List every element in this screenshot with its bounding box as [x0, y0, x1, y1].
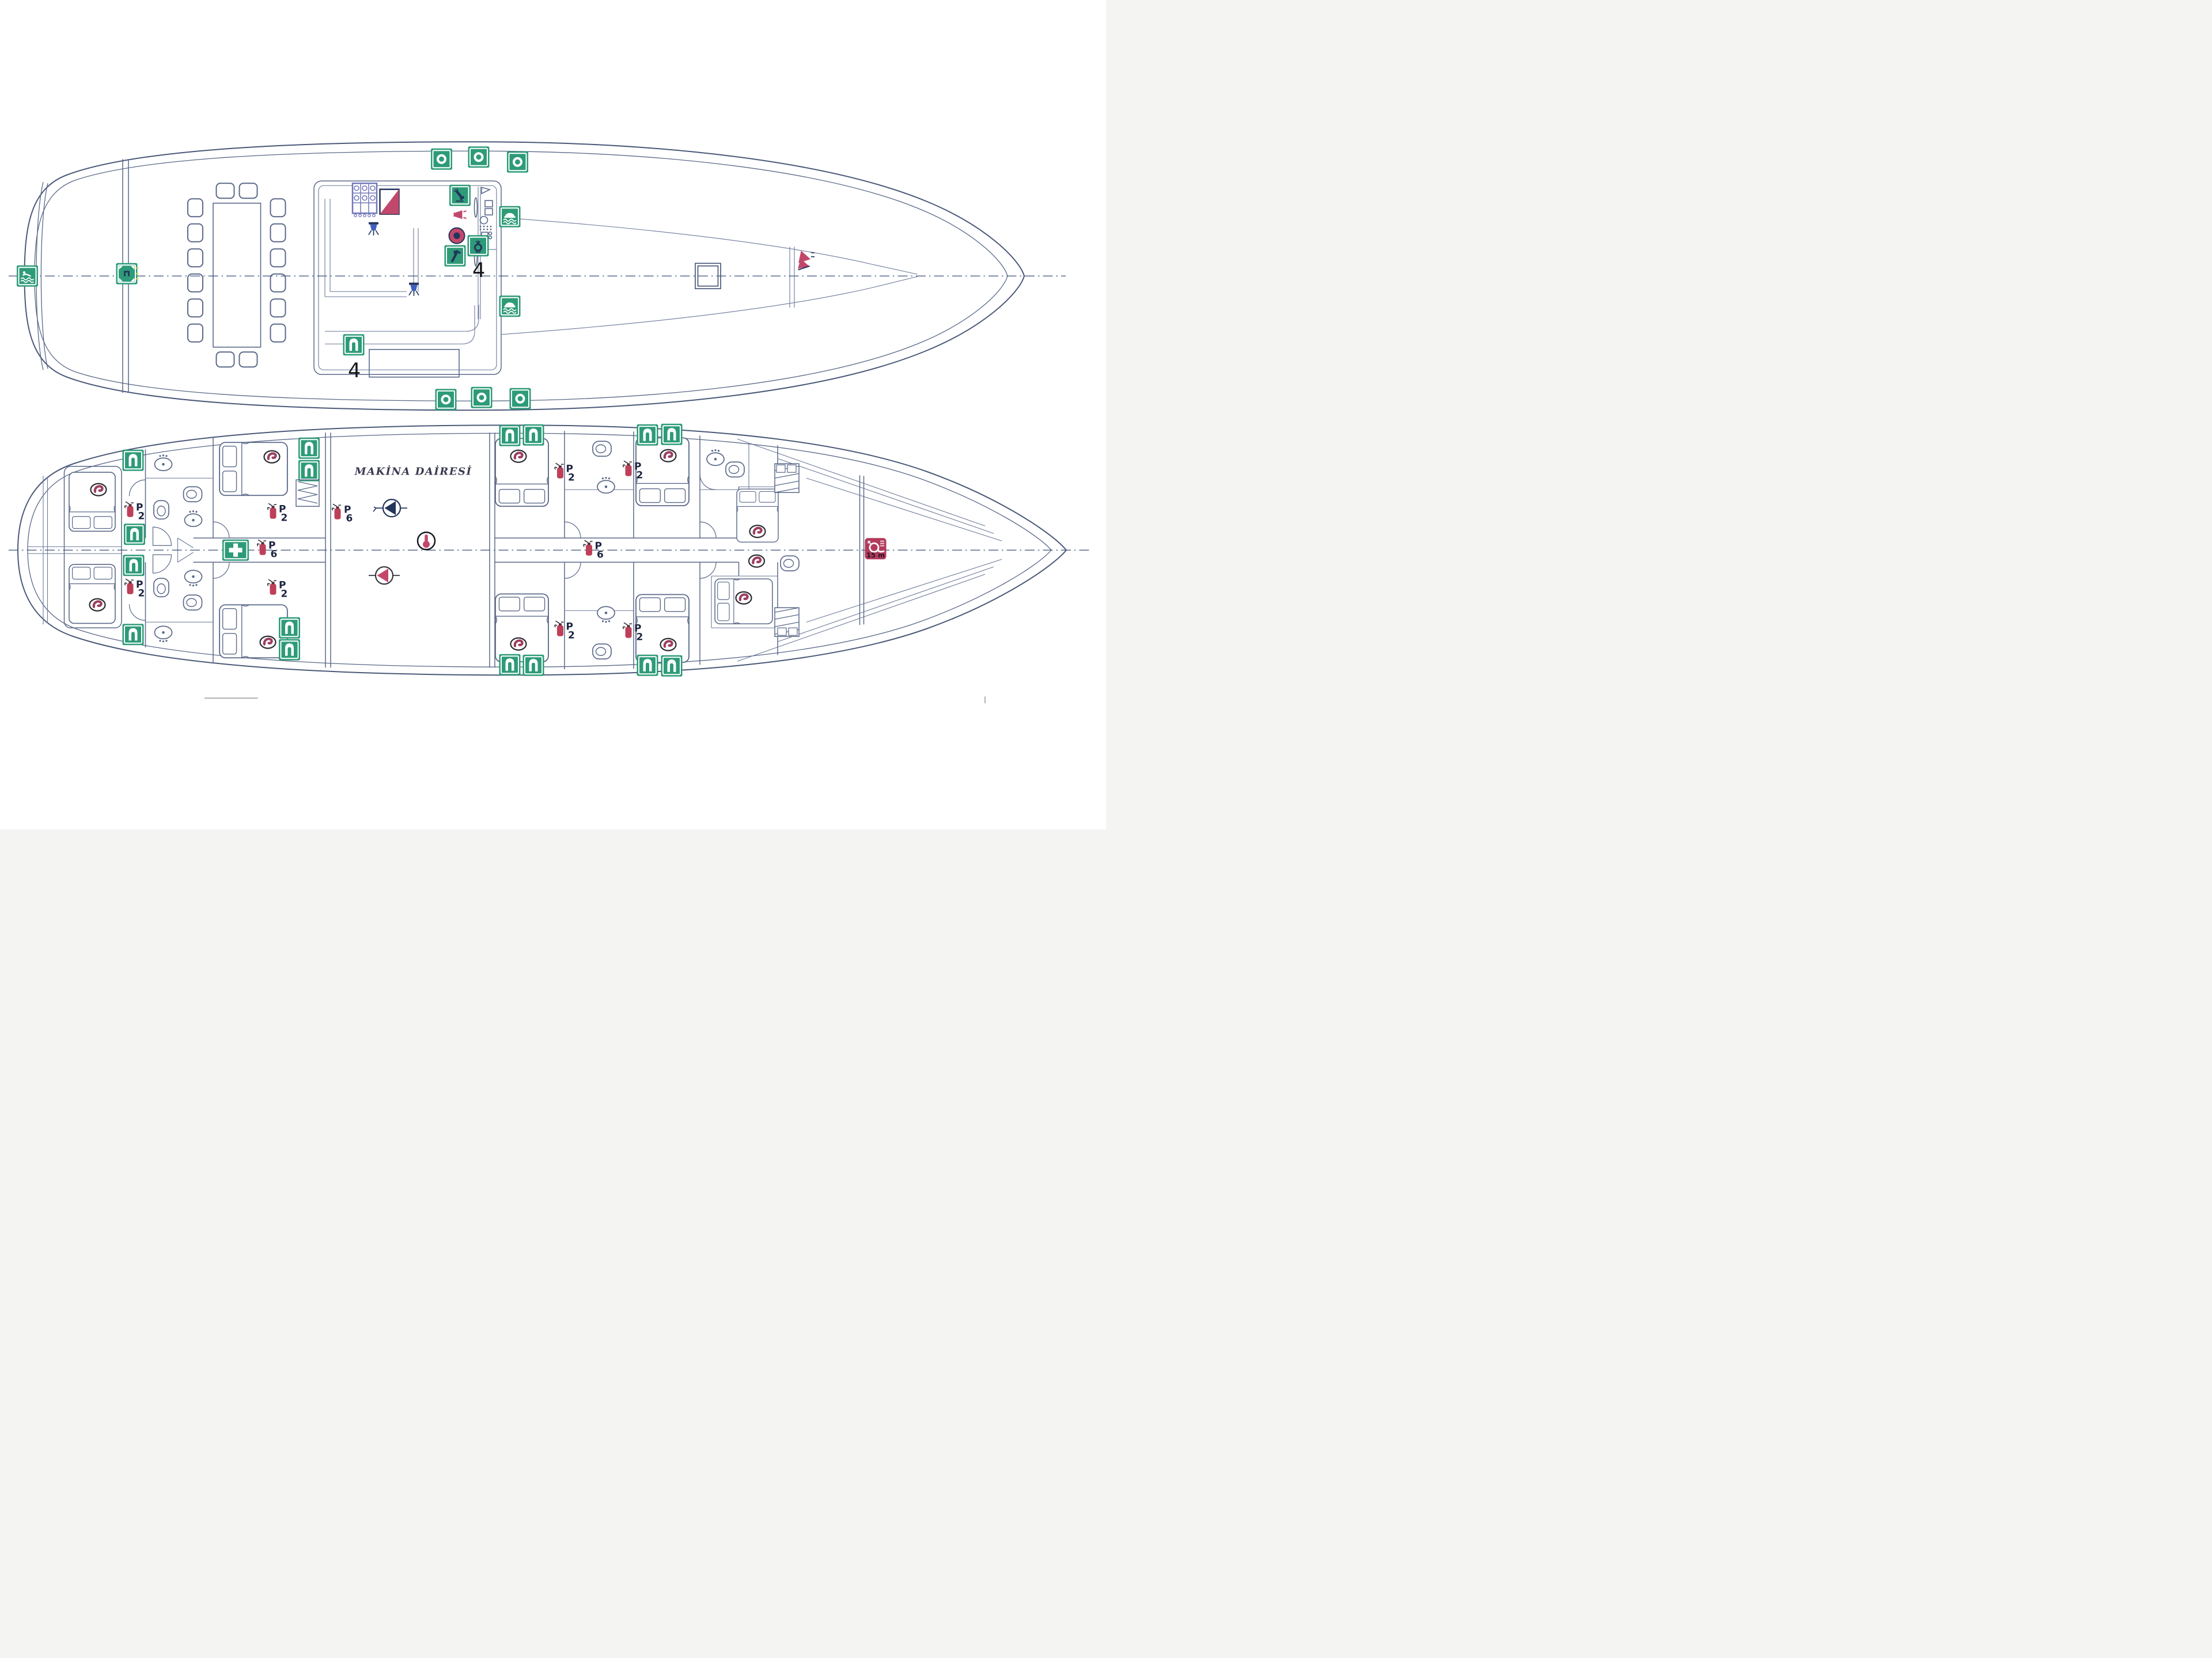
stove-icon — [351, 183, 378, 218]
sign-firstaid-icon — [222, 538, 249, 561]
sign-lifejacket-icon — [661, 655, 683, 677]
sprinkler-icon — [368, 221, 379, 236]
galley-counters — [324, 199, 479, 378]
sign-lifejacket-icon — [124, 523, 145, 545]
sign-lifejacket-icon — [661, 424, 683, 445]
upper-deck-plan — [9, 141, 1066, 411]
escape-spiral-icon — [750, 525, 766, 537]
sign-lifejacket-icon — [343, 334, 365, 355]
thermometer-icon — [416, 532, 436, 551]
sign-lifejacket-icon — [123, 450, 144, 471]
sign-lifejacket-icon — [279, 617, 300, 639]
sign-lifebuoy-ring-icon — [471, 387, 493, 408]
sign-lifejacket-icon — [123, 555, 145, 576]
extinguisher-icon — [583, 540, 593, 556]
pump-dark-icon — [372, 499, 408, 518]
lower-deck-plan — [9, 424, 1092, 676]
sprinkler-icon — [408, 282, 419, 297]
deckhouse-outer — [313, 180, 502, 375]
sign-lifejacket-icon — [637, 424, 658, 446]
engine-room-label: MAKİNA DAİRESİ — [354, 464, 472, 477]
escape-spiral-icon — [90, 599, 105, 611]
upper-hull-outline — [24, 141, 1025, 411]
door-arcs — [128, 474, 717, 621]
sign-lifejacket-label: 4 — [348, 359, 361, 382]
escape-spiral-icon — [749, 555, 764, 567]
sign-lifejacket-icon — [123, 624, 144, 645]
deckhouse-inner — [318, 185, 497, 370]
extinguisher-icon — [267, 579, 277, 595]
extinguisher-icon — [331, 503, 342, 520]
sign-swim-icon — [17, 265, 38, 287]
extinguisher-icon — [554, 620, 565, 637]
escape-spiral-icon — [661, 639, 676, 651]
red-lifebuoy-icon — [448, 227, 465, 244]
sign-lifejacket-icon — [499, 654, 521, 676]
sign-lifejacket-icon — [523, 655, 544, 676]
dining-table-group — [187, 183, 286, 368]
extinguisher-icon — [256, 539, 267, 556]
extinguisher-icon — [554, 462, 565, 479]
pump-red-icon — [368, 566, 400, 585]
sign-lifejacket-icon — [637, 655, 658, 676]
escape-spiral-icon — [91, 484, 107, 496]
sign-lifebuoy-light-label: 4 — [472, 259, 485, 282]
sign-lifebuoy-ring-icon — [507, 151, 528, 173]
foredeck-lines — [501, 217, 918, 335]
sign-lifebuoy-light-icon — [468, 235, 489, 256]
sign-muster-icon — [116, 263, 139, 284]
escape-spiral-icon — [661, 450, 676, 462]
lower-bulkheads — [28, 431, 1002, 670]
sign-lifebuoy-ring-icon — [431, 149, 452, 170]
extinguisher-icon — [124, 578, 134, 595]
escape-spiral-icon — [511, 450, 527, 462]
escape-spiral-icon — [260, 636, 276, 648]
dining-table — [213, 202, 262, 348]
mast-step-lines — [789, 246, 795, 308]
extinguisher-icon — [622, 460, 632, 477]
sign-lifejacket-icon — [298, 460, 320, 481]
sign-lifebuoy-ring-icon — [510, 388, 531, 409]
sign-lifejacket-icon — [298, 438, 320, 459]
sign-liferaft-icon — [499, 295, 521, 317]
sign-tools-icon — [445, 245, 466, 267]
escape-spiral-icon — [511, 638, 527, 650]
flag-panel-icon — [379, 188, 400, 215]
sign-lifebuoy-ring-icon — [435, 389, 457, 410]
extinguisher-icon — [124, 501, 134, 518]
escape-spiral-icon — [736, 592, 752, 604]
sign-lifejacket-icon — [523, 424, 544, 446]
bunk-spring-icon — [296, 479, 320, 507]
extinguisher-icon — [622, 622, 632, 639]
scan-artifact — [204, 696, 986, 704]
sign-lifebuoy-ring-icon — [468, 146, 490, 168]
sign-hose-nozzle-icon — [449, 185, 471, 206]
extinguisher-icon — [267, 503, 277, 519]
sign-lifejacket-icon — [279, 639, 300, 661]
escape-spiral-icon — [264, 451, 280, 463]
sign-lifejacket-icon — [499, 425, 521, 446]
sign-liferaft-icon — [499, 206, 521, 227]
fire-hose-reel-label: 15 m — [866, 551, 885, 559]
horn-icon — [453, 210, 467, 220]
